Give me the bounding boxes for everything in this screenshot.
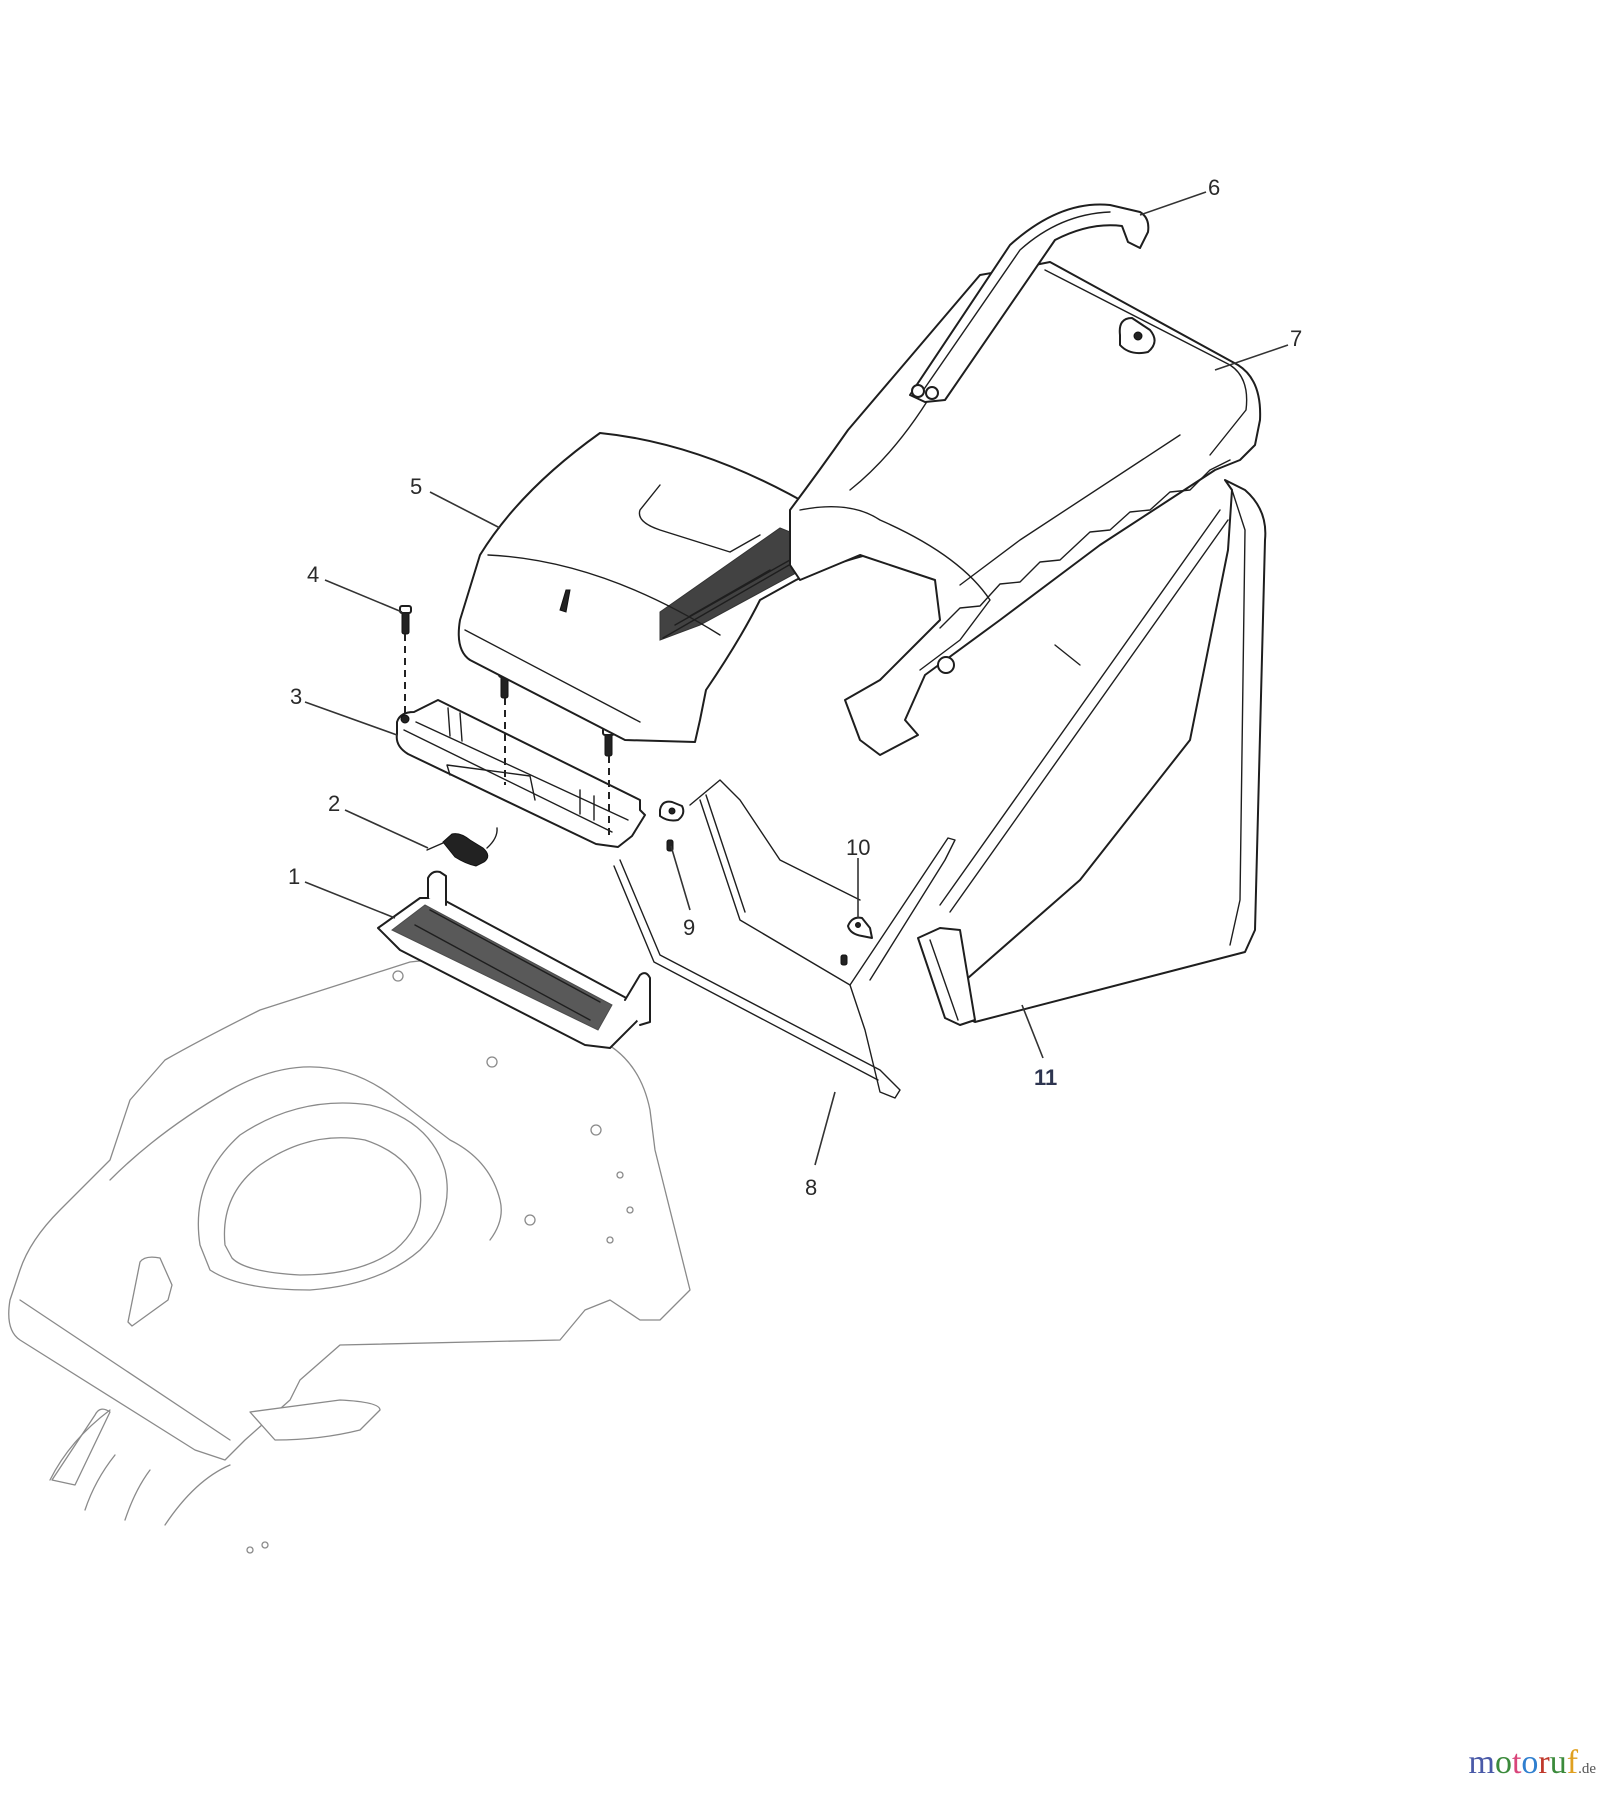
part-10-clip[interactable]	[840, 916, 873, 966]
callout-3: 3	[290, 684, 302, 709]
leader-lines	[304, 191, 1289, 1166]
part-5-deflector[interactable]	[457, 432, 879, 743]
motoruf-watermark-logo: motoruf.de	[1469, 1744, 1596, 1782]
callout-10: 10	[846, 835, 870, 860]
part-7-catcher-lid[interactable]	[789, 261, 1262, 756]
logo-letter: o	[1521, 1744, 1539, 1781]
logo-letter: m	[1468, 1744, 1495, 1781]
part-1-hinge-bracket[interactable]	[377, 870, 651, 1049]
logo-letter: t	[1511, 1744, 1522, 1781]
part-2-spring[interactable]	[426, 827, 498, 867]
callouts: 1 2 3 4 5 6 7 8 9 10 11	[288, 175, 1302, 1200]
part-9-screw[interactable]	[659, 800, 685, 852]
callout-8: 8	[805, 1175, 817, 1200]
part-11-grass-bag[interactable]	[917, 479, 1267, 1026]
logo-letter: u	[1549, 1744, 1567, 1781]
part-3-rear-flap[interactable]	[395, 699, 646, 848]
logo-letter: r	[1538, 1744, 1550, 1781]
logo-letter: f	[1566, 1744, 1579, 1781]
callout-11: 11	[1034, 1065, 1057, 1090]
mower-deck	[8, 960, 691, 1554]
logo-suffix: .de	[1578, 1761, 1596, 1777]
callout-5: 5	[410, 474, 422, 499]
callout-1: 1	[288, 864, 300, 889]
callout-7: 7	[1290, 326, 1302, 351]
part-8-catcher-frame[interactable]	[613, 779, 956, 1099]
callout-2: 2	[328, 791, 340, 816]
callout-9: 9	[683, 915, 695, 940]
callout-4: 4	[307, 562, 319, 587]
logo-letter: o	[1494, 1744, 1512, 1781]
callout-6: 6	[1208, 175, 1220, 200]
part-6-handle[interactable]	[909, 203, 1150, 403]
